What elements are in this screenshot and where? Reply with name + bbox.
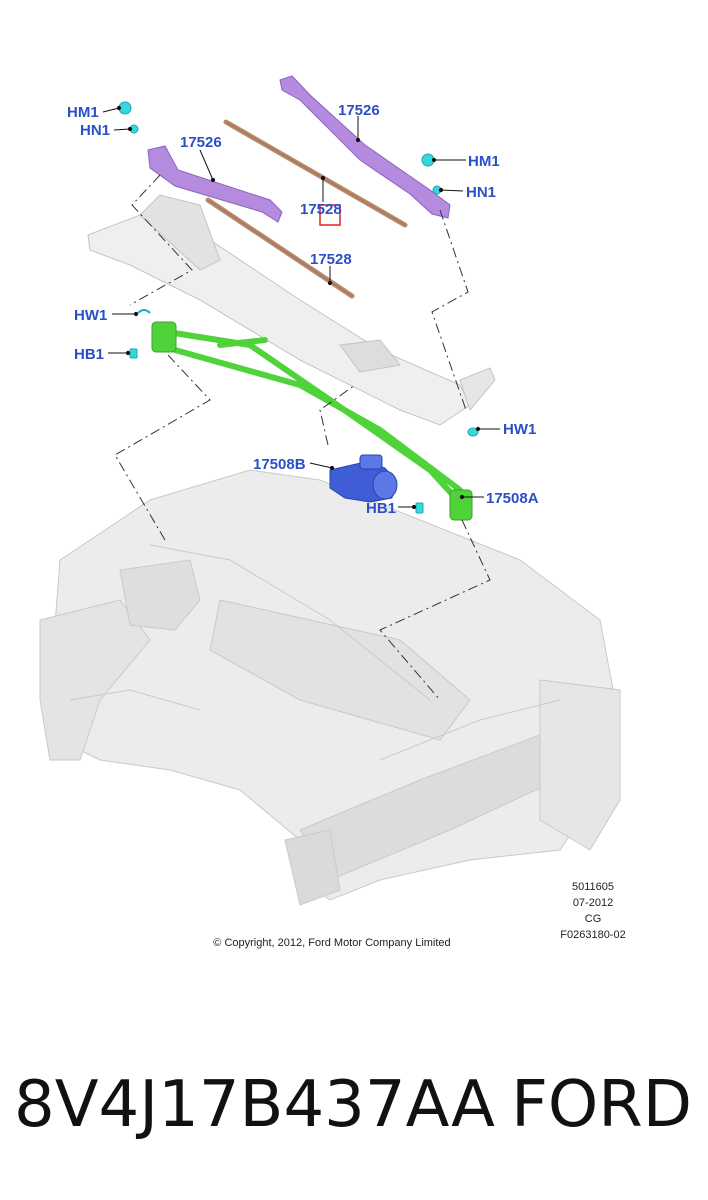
- callout-hm1-left: HM1: [67, 104, 99, 121]
- hw1-right-grommet-icon: [467, 427, 479, 437]
- hw1-left-grommet-icon: [137, 309, 151, 314]
- callout-hn1-left: HN1: [80, 122, 110, 139]
- callout-blade-upper: 17528: [300, 201, 342, 218]
- callout-arm-left: 17526: [180, 134, 222, 151]
- callout-hb1-right: HB1: [366, 500, 396, 517]
- wiper-motor: [329, 454, 398, 503]
- vehicle-body-structure: [39, 469, 621, 906]
- callout-motor: 17508B: [253, 456, 306, 473]
- copyright-text: © Copyright, 2012, Ford Motor Company Li…: [213, 937, 450, 949]
- callout-hm1-right: HM1: [468, 153, 500, 170]
- wiper-linkage: [151, 321, 473, 521]
- callout-hb1-left: HB1: [74, 346, 104, 363]
- meta-line-2: 07-2012: [573, 897, 613, 909]
- callout-hn1-right: HN1: [466, 184, 496, 201]
- callout-blade-lower: 17528: [310, 251, 352, 268]
- callout-hw1-left: HW1: [74, 307, 107, 324]
- callout-arm-right: 17526: [338, 102, 380, 119]
- hb1-right-bolt-icon: [415, 502, 424, 514]
- wiper-blade-lower: [205, 197, 355, 299]
- wiper-blade-upper: [223, 119, 408, 228]
- leader-lines: [102, 105, 500, 510]
- footer: 8V4J17B437AA FORD: [0, 1050, 708, 1160]
- part-number: 8V4J17B437AA: [14, 1068, 495, 1142]
- meta-line-4: F0263180-02: [560, 929, 625, 941]
- callout-hw1-right: HW1: [503, 421, 536, 438]
- assembly-lines: [114, 174, 491, 701]
- cowl-panel: [87, 194, 496, 426]
- wiper-arm-right: [279, 75, 451, 219]
- wiper-system-diagram: HM1 HN1 17526 17526 HM1 HN1 17528 17528 …: [39, 75, 626, 949]
- callout-linkage: 17508A: [486, 490, 539, 507]
- meta-line-3: CG: [585, 913, 602, 925]
- hb1-left-bolt-icon: [129, 348, 138, 359]
- meta-line-1: 5011605: [572, 881, 614, 893]
- brand-name: FORD: [511, 1068, 692, 1142]
- highlight-square: [319, 204, 341, 226]
- wiper-arm-left: [147, 145, 283, 223]
